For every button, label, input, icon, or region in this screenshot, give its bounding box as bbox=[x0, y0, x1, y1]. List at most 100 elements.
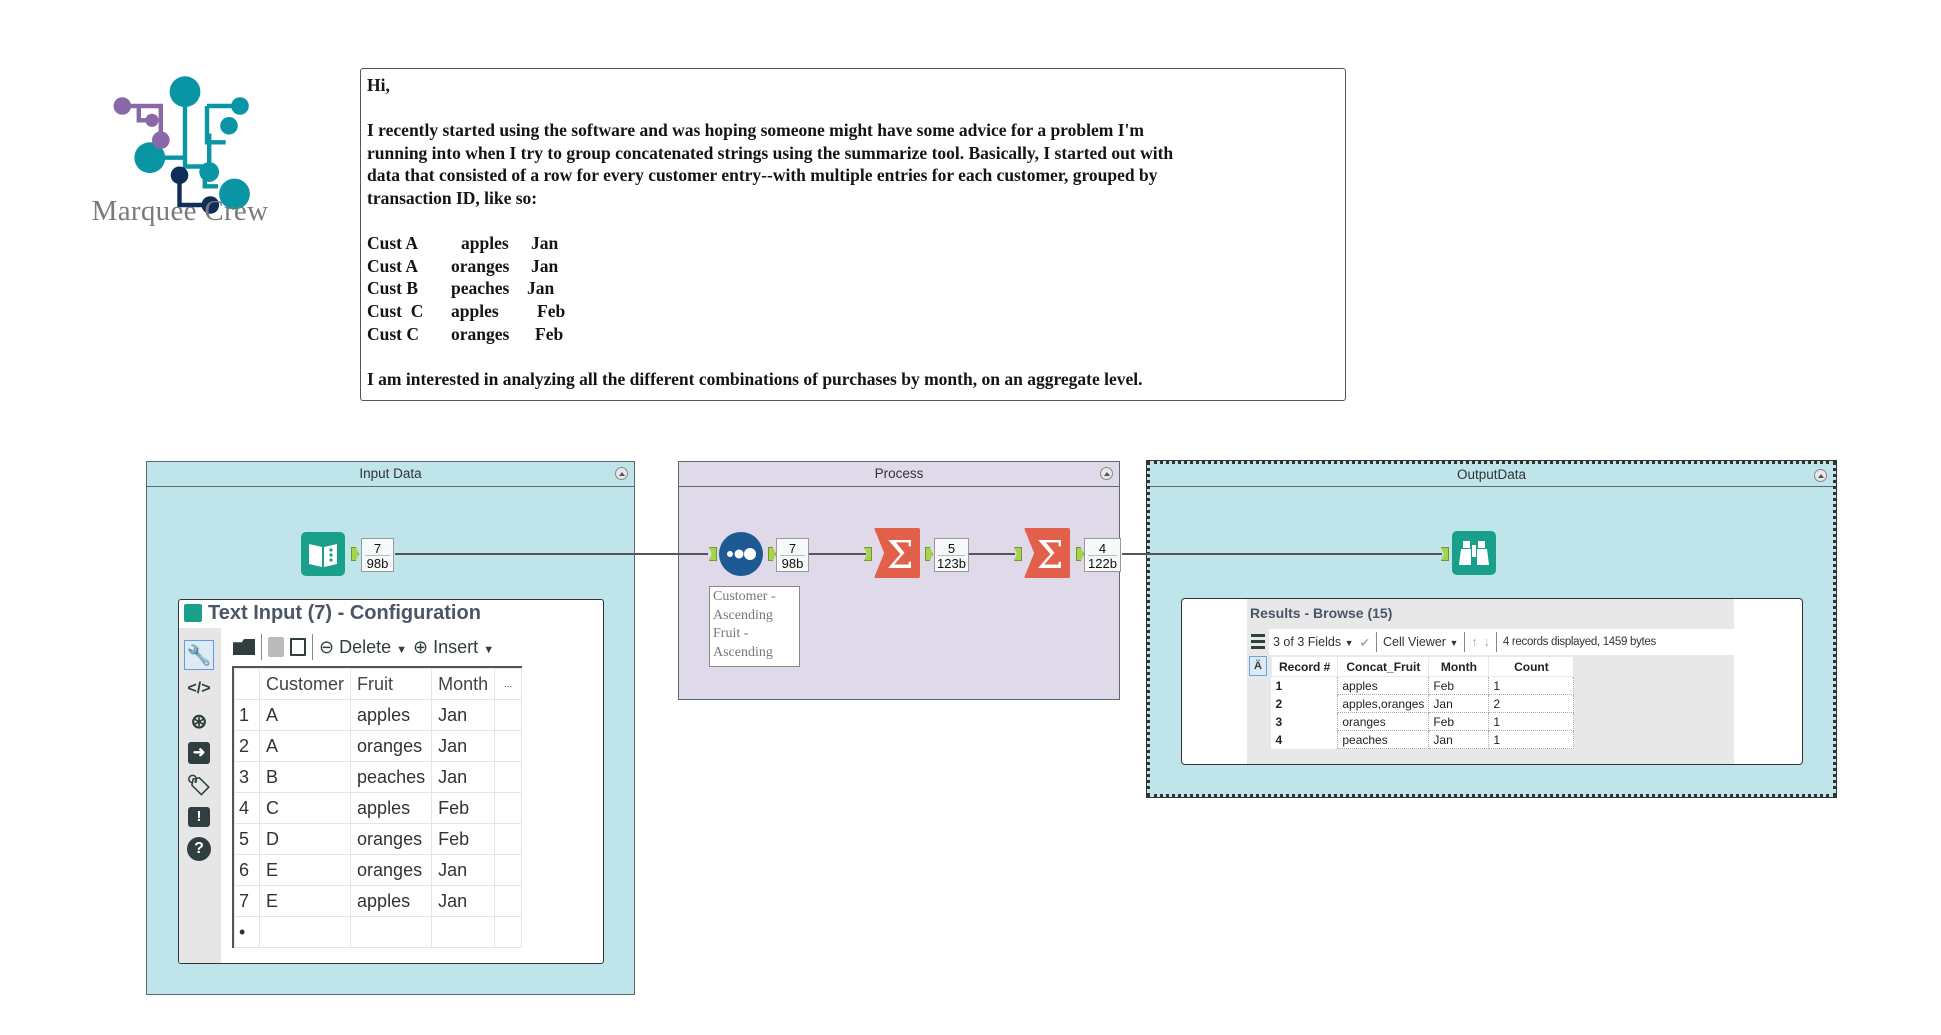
collapse-icon[interactable] bbox=[1100, 467, 1113, 480]
column-header[interactable]: Record # bbox=[1270, 656, 1339, 677]
code-icon[interactable]: </> bbox=[187, 680, 211, 697]
open-folder-icon[interactable] bbox=[233, 639, 255, 655]
copy-icon[interactable] bbox=[268, 637, 284, 657]
alert-icon[interactable]: ! bbox=[184, 802, 214, 832]
fields-selector[interactable]: 3 of 3 Fields ▼ bbox=[1273, 635, 1354, 649]
column-header[interactable]: Count bbox=[1488, 656, 1575, 677]
list-view-icon[interactable] bbox=[1249, 631, 1267, 651]
connection-wire[interactable] bbox=[1122, 553, 1442, 555]
result-cell[interactable]: 1 bbox=[1488, 730, 1575, 749]
column-header[interactable]: Concat_Fruit bbox=[1337, 656, 1430, 677]
result-cell[interactable]: 1 bbox=[1488, 676, 1575, 695]
grid-cell[interactable]: apples bbox=[350, 885, 433, 917]
container-header[interactable]: Process bbox=[679, 462, 1119, 487]
grid-cell[interactable]: Feb bbox=[431, 792, 496, 824]
grid-cell[interactable] bbox=[494, 792, 523, 824]
grid-cell[interactable]: oranges bbox=[350, 854, 433, 886]
collapse-icon[interactable] bbox=[615, 467, 628, 480]
grid-cell[interactable]: apples bbox=[350, 792, 433, 824]
text-input-configuration-panel[interactable]: Text Input (7) - Configuration 🔧 </> ⊛ ➜… bbox=[178, 599, 604, 964]
result-cell[interactable]: apples,oranges bbox=[1337, 694, 1430, 713]
sort-tool[interactable] bbox=[719, 532, 763, 576]
result-cell[interactable]: Feb bbox=[1428, 676, 1490, 695]
connection-wire[interactable] bbox=[964, 553, 1015, 555]
results-table[interactable]: Record # Concat_Fruit Month Count 1 apple… bbox=[1270, 656, 1575, 749]
binoculars-icon[interactable]: Ä bbox=[1249, 656, 1267, 676]
output-anchor[interactable] bbox=[925, 547, 933, 561]
delete-button[interactable]: ⊖ Delete ▼ bbox=[319, 637, 407, 658]
grid-cell[interactable]: oranges bbox=[350, 823, 433, 855]
result-cell[interactable]: Jan bbox=[1428, 694, 1490, 713]
result-cell[interactable]: 2 bbox=[1488, 694, 1575, 713]
grid-cell[interactable]: Feb bbox=[431, 823, 496, 855]
grid-cell[interactable]: C bbox=[258, 792, 352, 824]
collapse-icon[interactable] bbox=[1814, 469, 1827, 482]
result-cell[interactable]: Jan bbox=[1428, 730, 1490, 749]
insert-button[interactable]: ⊕ Insert ▼ bbox=[413, 637, 494, 658]
column-header[interactable]: Customer bbox=[258, 668, 352, 700]
grid-cell[interactable]: peaches bbox=[350, 761, 433, 793]
browse-results-panel[interactable]: Results - Browse (15) Ä 3 of 3 Fields ▼ … bbox=[1181, 598, 1803, 765]
grid-cell[interactable] bbox=[494, 730, 523, 762]
grid-cell[interactable] bbox=[431, 916, 496, 948]
grid-cell[interactable]: oranges bbox=[350, 730, 433, 762]
column-header[interactable]: Month bbox=[431, 668, 496, 700]
grid-cell[interactable]: D bbox=[258, 823, 352, 855]
connection-wire[interactable] bbox=[395, 553, 708, 555]
tag-icon[interactable]: 🏷 bbox=[186, 774, 212, 797]
text-input-tool[interactable] bbox=[301, 532, 345, 576]
grid-cell[interactable] bbox=[494, 761, 523, 793]
grid-cell[interactable] bbox=[258, 916, 352, 948]
output-anchor[interactable] bbox=[768, 547, 776, 561]
paste-icon[interactable] bbox=[290, 638, 306, 656]
result-cell[interactable]: oranges bbox=[1337, 712, 1430, 731]
grid-cell[interactable] bbox=[494, 823, 523, 855]
output-anchor[interactable] bbox=[351, 547, 359, 561]
result-cell[interactable]: Feb bbox=[1428, 712, 1490, 731]
connection-wire[interactable] bbox=[806, 553, 866, 555]
summarize-tool[interactable]: Σ bbox=[874, 528, 920, 578]
column-header[interactable]: Month bbox=[1428, 656, 1490, 677]
grid-cell[interactable]: apples bbox=[350, 699, 433, 731]
grid-cell[interactable] bbox=[494, 854, 523, 886]
browse-tool[interactable] bbox=[1452, 531, 1496, 575]
sort-up-icon[interactable]: ↑ bbox=[1471, 635, 1478, 649]
grid-cell[interactable] bbox=[350, 916, 433, 948]
help-icon[interactable]: ? bbox=[184, 834, 214, 864]
checkmark-icon[interactable]: ✔ bbox=[1359, 635, 1370, 650]
cell-viewer-selector[interactable]: Cell Viewer ▼ bbox=[1383, 635, 1458, 649]
grid-cell[interactable]: Jan bbox=[431, 885, 496, 917]
wrench-icon[interactable]: 🔧 bbox=[184, 640, 214, 670]
grid-cell[interactable]: E bbox=[258, 885, 352, 917]
column-header[interactable]: Fruit bbox=[350, 668, 433, 700]
container-header[interactable]: OutputData bbox=[1150, 464, 1833, 487]
compass-icon[interactable]: ⊛ bbox=[190, 710, 208, 733]
result-cell[interactable]: apples bbox=[1337, 676, 1430, 695]
grid-cell[interactable]: Jan bbox=[431, 854, 496, 886]
grid-cell[interactable]: Jan bbox=[431, 761, 496, 793]
container-header[interactable]: Input Data bbox=[147, 462, 634, 487]
output-anchor[interactable] bbox=[1076, 547, 1084, 561]
output-arrow-icon[interactable]: ➜ bbox=[184, 738, 214, 768]
result-cell[interactable]: 1 bbox=[1488, 712, 1575, 731]
grid-cell[interactable] bbox=[494, 699, 523, 731]
grid-cell[interactable] bbox=[494, 885, 523, 917]
grid-cell[interactable]: E bbox=[258, 854, 352, 886]
grid-cell[interactable] bbox=[494, 916, 523, 948]
grid-cell[interactable]: B bbox=[258, 761, 352, 793]
result-cell[interactable]: peaches bbox=[1337, 730, 1430, 749]
add-column-header[interactable]: ... bbox=[494, 668, 523, 700]
grid-new-row[interactable]: • bbox=[234, 916, 523, 948]
sort-down-icon[interactable]: ↓ bbox=[1483, 635, 1490, 649]
